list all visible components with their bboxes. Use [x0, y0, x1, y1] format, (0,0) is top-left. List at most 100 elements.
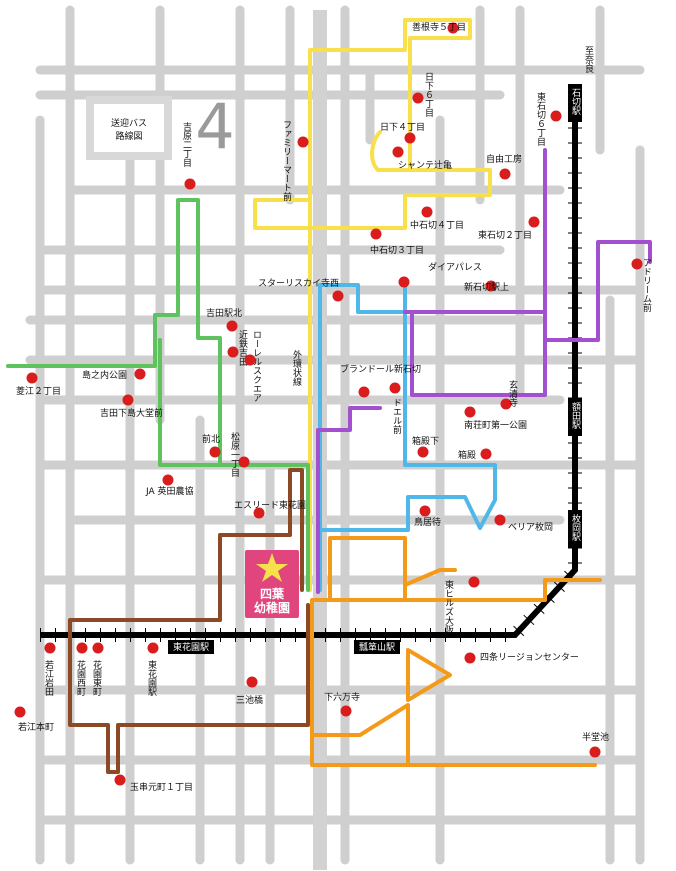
stop-dot [389, 382, 401, 394]
bus-stop[interactable]: 善根寺５丁目 [412, 21, 466, 34]
stop-label: 東花園駅 [146, 659, 157, 697]
stop-dot [464, 652, 476, 664]
bus-stop[interactable]: 新石切駅上 [464, 280, 509, 294]
bus-stop[interactable]: アドリーム前 [631, 258, 652, 313]
bus-stop[interactable]: 東石切２丁目 [478, 216, 540, 242]
stop-label: 日下４丁目 [380, 122, 425, 133]
bus-stop[interactable]: 自由工房 [486, 153, 522, 180]
bus-stop[interactable]: 箱殿下 [412, 435, 439, 458]
route-brown [68, 468, 310, 774]
route-purple [316, 148, 652, 594]
bus-stop[interactable]: 中石切３丁目 [370, 228, 424, 257]
bus-stop[interactable]: 近鉄吉田 [227, 329, 248, 367]
stop-label: 近鉄吉田 [237, 329, 248, 367]
stop-label: ローレルスクエア [251, 330, 262, 402]
stop-dot [297, 136, 309, 148]
bus-stop[interactable]: ドエル前 [389, 382, 402, 435]
stop-dot [26, 372, 38, 384]
bus-stop[interactable]: 日下６丁目 [412, 72, 434, 117]
station-nukata[interactable]: 額田駅 [568, 398, 582, 436]
kindergarten-marker[interactable]: 四葉幼稚園 [245, 550, 299, 618]
stop-label: エスリード東花園 [234, 499, 306, 511]
stop-label: アドリーム前 [641, 258, 652, 313]
bus-stop[interactable]: 東石切６丁目 [535, 91, 562, 146]
bus-stop[interactable]: ダイアパレス [398, 261, 482, 288]
stop-dot [419, 505, 431, 517]
bus-stop[interactable]: 鳥居待 [414, 505, 441, 529]
bus-stop[interactable]: 松原一丁目 [229, 431, 250, 477]
bus-stop[interactable]: シャンテ辻亀 [392, 146, 453, 172]
bus-stop[interactable]: 玄清寺 [500, 379, 518, 410]
bus-stop[interactable]: 若江岩田 [43, 642, 56, 697]
stop-dot [404, 132, 416, 144]
stop-label: 菱江２丁目 [16, 385, 61, 397]
bus-stop[interactable]: 吉原二丁目 [181, 122, 196, 190]
bus-stop[interactable]: 四条リージョンセンター [464, 651, 579, 664]
bus-stop[interactable]: 下六万寺 [324, 691, 360, 717]
bus-stop[interactable]: ブランドール新石切 [340, 363, 421, 398]
stop-label: 吉田下島大堂前 [100, 407, 163, 419]
stop-label: 玉串元町１丁目 [130, 782, 193, 793]
bus-stop[interactable]: 前北 [202, 433, 221, 458]
route-orange [310, 536, 602, 767]
bus-stop[interactable]: 中石切４丁目 [410, 206, 464, 232]
bus-stop[interactable]: 玉串元町１丁目 [114, 774, 194, 794]
stop-dot [227, 346, 239, 358]
stop-dot [500, 398, 512, 410]
bus-stop[interactable]: 菱江２丁目 [16, 372, 61, 398]
stop-label: 日下６丁目 [423, 72, 434, 117]
bus-stop[interactable]: 日下４丁目 [380, 122, 425, 144]
stop-label: ブランドール新石切 [340, 363, 421, 375]
stop-label: 東石切６丁目 [535, 91, 546, 146]
stop-label: 若江岩田 [43, 659, 54, 697]
station-higashihanazono[interactable]: 東花園駅 [168, 640, 214, 654]
bus-stop[interactable]: エスリード東花園 [234, 499, 306, 519]
stop-dot [398, 276, 410, 288]
stop-label: 島之内公園 [82, 369, 127, 381]
stop-label: 花園西町 [75, 659, 86, 696]
stop-label: 善根寺５丁目 [412, 21, 466, 33]
stop-label: 玄清寺 [507, 379, 518, 407]
stop-dot [340, 705, 352, 717]
stop-dot [134, 368, 146, 380]
bus-stop[interactable]: 三池橋 [236, 676, 263, 707]
bus-stop[interactable]: 吉田下島大堂前 [100, 394, 163, 420]
bus-stop[interactable]: 南荘町第一公園 [464, 406, 527, 432]
station-hiraoka[interactable]: 枚岡駅 [568, 510, 582, 548]
kindergarten-name: 四葉幼稚園 [254, 586, 290, 615]
road-label: 外環状線 [291, 349, 302, 386]
stop-dot [528, 216, 540, 228]
bus-stop[interactable]: JA 英田農協 [145, 474, 194, 498]
stop-dot [92, 642, 104, 654]
stop-label: ベリア枚岡 [508, 521, 553, 533]
stop-label: 花園東町 [91, 659, 102, 696]
bus-stop[interactable]: 吉田駅北 [206, 308, 242, 332]
stop-label: JA 英田農協 [145, 485, 194, 497]
bus-stop[interactable]: ベリア枚岡 [494, 514, 554, 534]
bus-stop[interactable]: 花園西町 [75, 642, 88, 697]
bus-stop[interactable]: 半堂池 [582, 731, 609, 758]
bus-stop[interactable]: 箱殿 [458, 448, 492, 462]
bus-stop[interactable]: ファミリーマート前 [281, 120, 309, 202]
bus-stop[interactable]: 花園東町 [91, 642, 104, 697]
route-blue [318, 283, 497, 592]
bus-stop[interactable]: スターリスカイ寺西 [258, 278, 344, 302]
stop-dot [550, 110, 562, 122]
stop-dot [114, 774, 126, 786]
route-yellow [253, 18, 492, 592]
bus-stop[interactable]: 東ヒルズ大阪 [443, 576, 480, 635]
bus-stop[interactable]: ローレルスクエア [244, 330, 262, 402]
bus-stop[interactable]: 島之内公園 [82, 368, 146, 382]
stop-label: 東石切２丁目 [478, 229, 532, 241]
bus-stop[interactable]: 若江本町 [14, 706, 55, 734]
station-hyotanyama[interactable]: 瓢箪山駅 [354, 640, 400, 654]
bus-stop[interactable]: 東花園駅 [146, 642, 159, 697]
stop-dot [480, 448, 492, 460]
stop-dot [417, 446, 429, 458]
station-ishikiri[interactable]: 石切駅 [568, 84, 582, 122]
stop-label: 吉田駅北 [206, 308, 242, 319]
stop-label: ダイアパレス [428, 261, 482, 273]
stop-label: 新石切駅上 [464, 281, 509, 293]
stop-label: 前北 [202, 433, 220, 445]
svg-text:東花園駅: 東花園駅 [173, 641, 209, 653]
